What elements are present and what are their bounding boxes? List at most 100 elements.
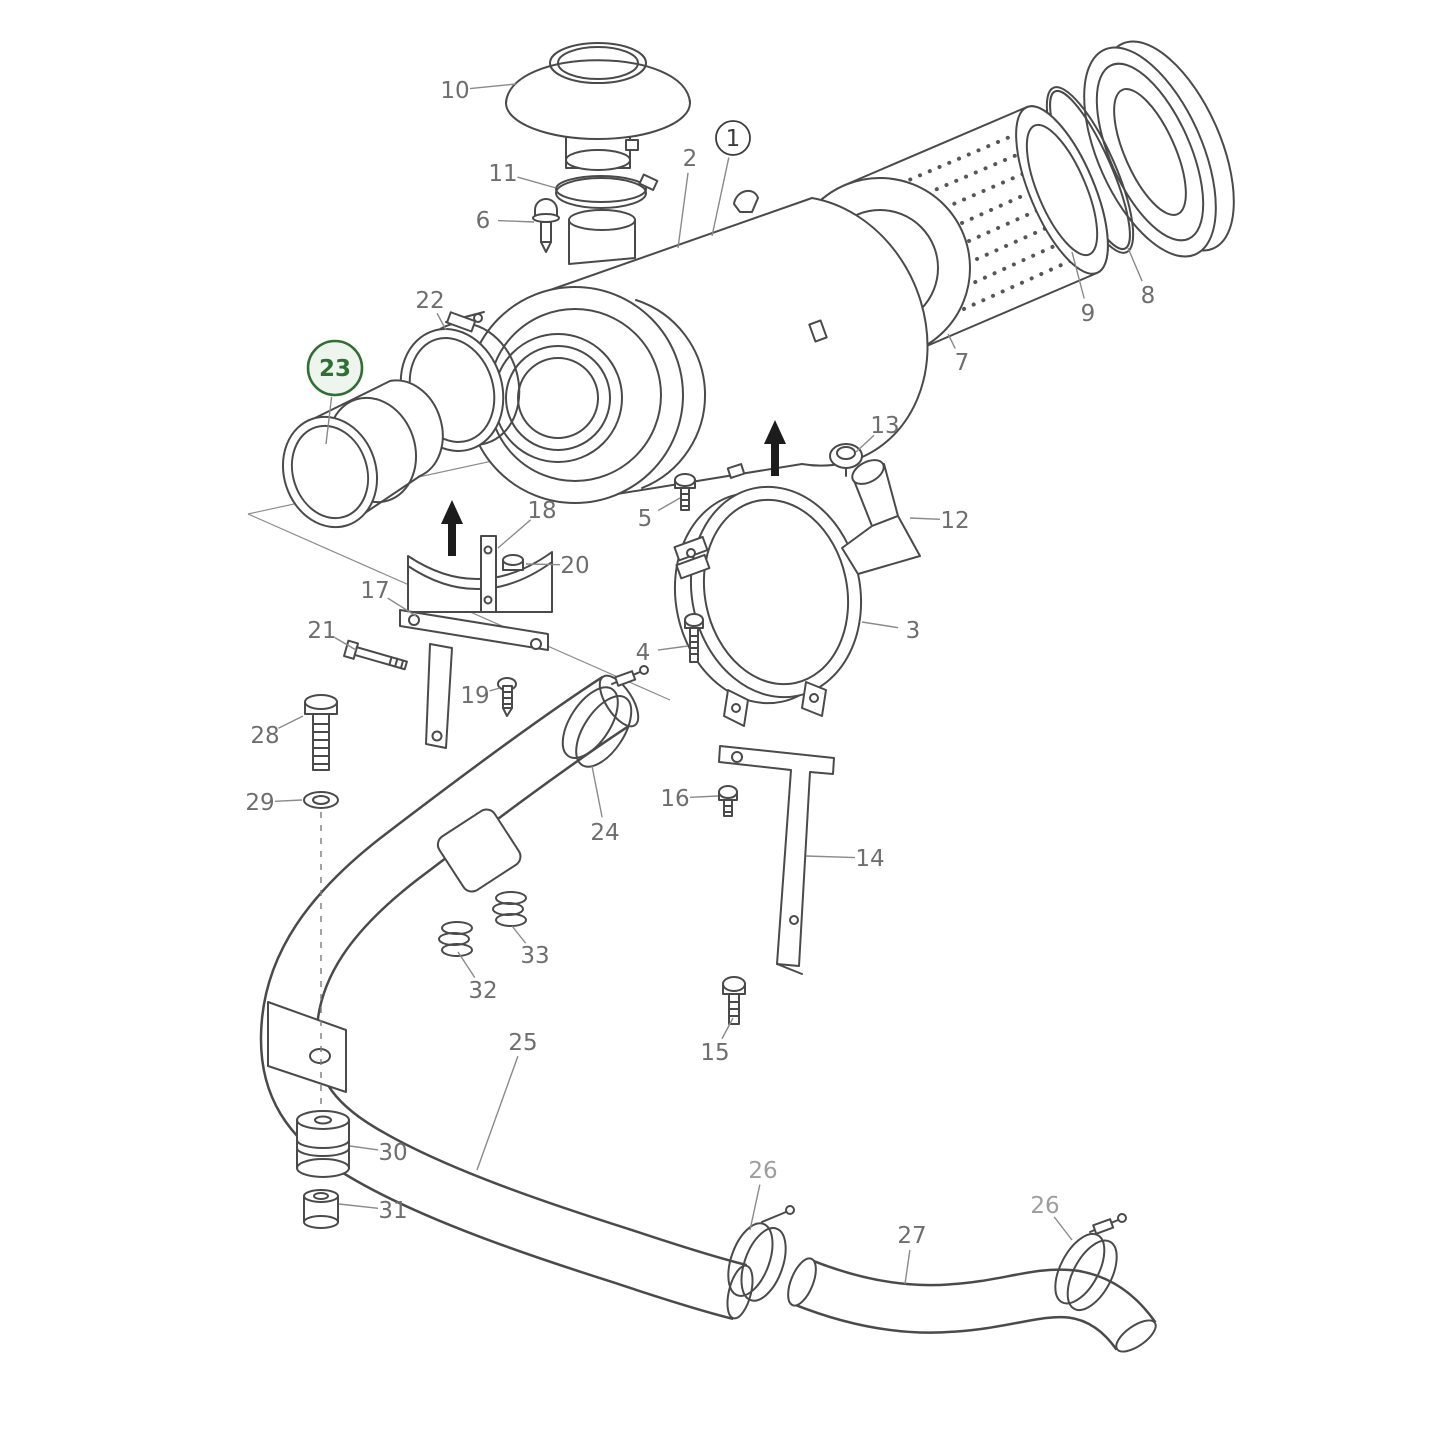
spring-32 <box>438 921 473 957</box>
part-number: 4 <box>636 640 651 666</box>
part-callout-12[interactable]: 12 <box>909 508 970 534</box>
leader-line <box>1127 247 1143 282</box>
part-callout-21[interactable]: 21 <box>307 618 357 651</box>
part-number: 16 <box>660 786 689 812</box>
leader-line <box>325 396 333 445</box>
part-callout-23[interactable]: 23 <box>306 339 364 445</box>
mounting-bracket <box>718 745 835 975</box>
part-callout-13[interactable]: 13 <box>855 413 900 453</box>
nut-20 <box>502 554 524 571</box>
part-number: 12 <box>940 508 969 534</box>
leader-line <box>497 219 535 223</box>
leader-line <box>469 83 517 90</box>
part-callout-2[interactable]: 2 <box>677 146 698 249</box>
part-callout-1[interactable]: 1 <box>711 120 751 237</box>
filter-housing <box>466 189 929 504</box>
part-callout-32[interactable]: 32 <box>457 951 498 1004</box>
part-callout-5[interactable]: 5 <box>638 497 681 532</box>
part-number: 23 <box>319 356 351 382</box>
leader-line <box>721 1017 734 1040</box>
part-callout-3[interactable]: 3 <box>861 618 921 644</box>
part-number: 7 <box>955 350 970 376</box>
part-number: 30 <box>378 1140 407 1166</box>
part-callout-15[interactable]: 15 <box>700 1017 734 1066</box>
leader-line <box>457 951 476 978</box>
part-callout-27[interactable]: 27 <box>897 1223 927 1285</box>
part-number: 19 <box>460 683 489 709</box>
part-number: 10 <box>440 78 469 104</box>
intake-pipe <box>259 674 754 1321</box>
part-callout-28[interactable]: 28 <box>250 715 304 749</box>
part-callout-29[interactable]: 29 <box>245 790 303 816</box>
clamp-strap <box>407 535 553 613</box>
mounting-band <box>673 485 863 727</box>
part-callout-33[interactable]: 33 <box>511 925 550 969</box>
hex-bolt-16 <box>718 785 738 817</box>
inlet-stub <box>568 209 636 265</box>
part-callout-17[interactable]: 17 <box>360 578 417 617</box>
part-number: 20 <box>560 553 589 579</box>
part-number: 8 <box>1141 283 1156 309</box>
part-number: 27 <box>897 1223 926 1249</box>
part-callout-14[interactable]: 14 <box>805 846 885 872</box>
part-callout-18[interactable]: 18 <box>497 498 557 549</box>
rubber-mount-30 <box>296 1110 350 1178</box>
part-callout-10[interactable]: 10 <box>440 78 517 104</box>
leader-line <box>476 1055 519 1171</box>
part-number: 17 <box>360 578 389 604</box>
part-callout-26[interactable]: 26 <box>748 1158 778 1231</box>
assembly-arrows <box>441 420 786 556</box>
part-number: 32 <box>468 978 497 1004</box>
part-number: 29 <box>245 790 274 816</box>
end-cover <box>1083 40 1235 258</box>
leader-line <box>904 1249 911 1285</box>
part-callout-31[interactable]: 31 <box>338 1198 408 1224</box>
part-callout-6[interactable]: 6 <box>476 208 535 234</box>
hose-clamp-26-right <box>1054 1213 1127 1312</box>
part-number: 13 <box>870 413 899 439</box>
leader-line <box>657 645 689 651</box>
part-number: 33 <box>520 943 549 969</box>
part-number: 21 <box>307 618 336 644</box>
leader-line <box>1053 1216 1073 1241</box>
part-callout-4[interactable]: 4 <box>636 640 689 666</box>
part-callout-8[interactable]: 8 <box>1127 247 1156 309</box>
support-bracket <box>399 609 549 749</box>
part-number: 6 <box>476 208 491 234</box>
hex-bolt-15 <box>722 976 746 1025</box>
screw-19 <box>497 677 517 717</box>
part-number: 9 <box>1081 301 1096 327</box>
part-callout-9[interactable]: 9 <box>1071 251 1096 327</box>
leader-line <box>334 637 357 651</box>
leader-line <box>517 176 557 189</box>
part-callout-24[interactable]: 24 <box>590 765 620 846</box>
leader-line <box>749 1184 761 1231</box>
leader-line <box>657 497 681 512</box>
part-number: 26 <box>748 1158 777 1184</box>
part-callout-7[interactable]: 7 <box>947 333 970 376</box>
part-callout-26[interactable]: 26 <box>1030 1193 1073 1241</box>
part-callout-16[interactable]: 16 <box>660 786 719 812</box>
part-number: 31 <box>378 1198 407 1224</box>
washer-29 <box>303 791 339 809</box>
pipe-clamp-24 <box>561 665 649 768</box>
part-number: 2 <box>683 146 698 172</box>
spring-33 <box>492 891 527 927</box>
part-callout-25[interactable]: 25 <box>476 1030 538 1171</box>
part-callout-19[interactable]: 19 <box>460 683 501 709</box>
leader-line <box>278 715 304 729</box>
part-number: 3 <box>906 618 921 644</box>
highlight-circle <box>306 339 364 397</box>
part-callout-11[interactable]: 11 <box>488 161 557 189</box>
part-callout-22[interactable]: 22 <box>415 288 447 331</box>
leader-line <box>387 597 417 617</box>
hex-bolt-4 <box>684 613 704 663</box>
part-callout-30[interactable]: 30 <box>349 1140 408 1166</box>
rubber-mount-31 <box>303 1189 339 1229</box>
leader-line <box>711 157 730 237</box>
part-callout-20[interactable]: 20 <box>525 553 590 579</box>
leader-line <box>909 517 941 521</box>
part-number: 18 <box>527 498 556 524</box>
